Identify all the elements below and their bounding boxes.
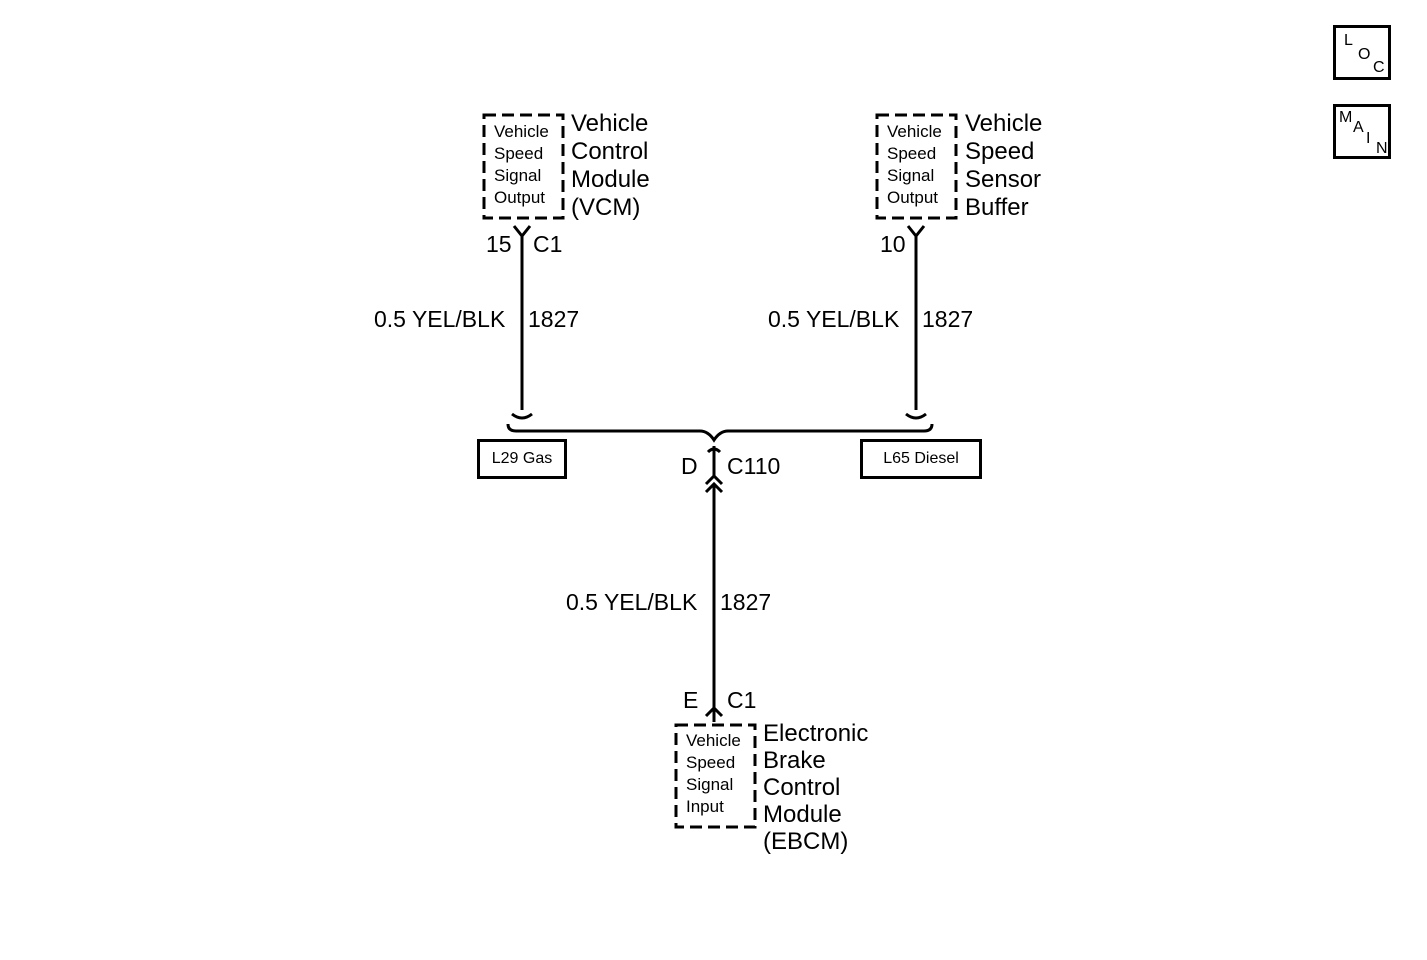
vcm-component-name: Vehicle Control Module (VCM) [571,110,650,221]
ebcm-signal-label: Vehicle Speed Signal Input [686,731,741,816]
loc-letter-l: L [1344,32,1353,49]
vcm-terminal [512,225,532,239]
c110-male [704,473,724,486]
c110-pin: D [681,453,698,479]
vcm-signal-label: Vehicle Speed Signal Output [494,122,549,207]
vssb-wire-end [905,412,927,420]
main-button[interactable]: M A I N [1333,104,1391,159]
main-letter-i: I [1366,130,1371,147]
option-l29-gas[interactable]: L29 Gas [477,439,567,479]
ebcm-wire-spec: 0.5 YEL/BLK [566,589,698,615]
main-letter-m: M [1339,109,1353,126]
ebcm-circuit-number: 1827 [720,589,772,615]
vcm-pin: 15 [486,231,512,257]
vssb-wire-spec: 0.5 YEL/BLK [768,306,900,332]
vssb-signal-label: Vehicle Speed Signal Output [887,122,942,207]
ebcm-dashed-box [674,723,757,829]
ebcm-pin: E [683,687,699,713]
option-bus [506,423,934,443]
vssb-circuit-number: 1827 [922,306,974,332]
loc-button[interactable]: L O C [1333,25,1391,80]
ebcm-component-name: Electronic Brake Control Module (EBCM) [763,720,869,855]
vcm-dashed-box [482,113,565,220]
c110-connector: C110 [727,453,781,479]
vcm-circuit-number: 1827 [528,306,580,332]
vcm-connector: C1 [533,231,563,257]
option-l65-diesel[interactable]: L65 Diesel [860,439,982,479]
vssb-dashed-box [875,113,958,220]
vssb-component-name: Vehicle Speed Sensor Buffer [965,110,1043,221]
loc-letter-c: C [1373,59,1385,76]
main-letter-n: N [1376,140,1388,157]
loc-letter-o: O [1358,46,1371,63]
vssb-pin: 10 [880,231,906,257]
vcm-wire-end [511,412,533,420]
vssb-terminal [906,225,926,239]
ebcm-connector: C1 [727,687,757,713]
vcm-wire-spec: 0.5 YEL/BLK [374,306,506,332]
main-letter-a: A [1353,119,1364,136]
